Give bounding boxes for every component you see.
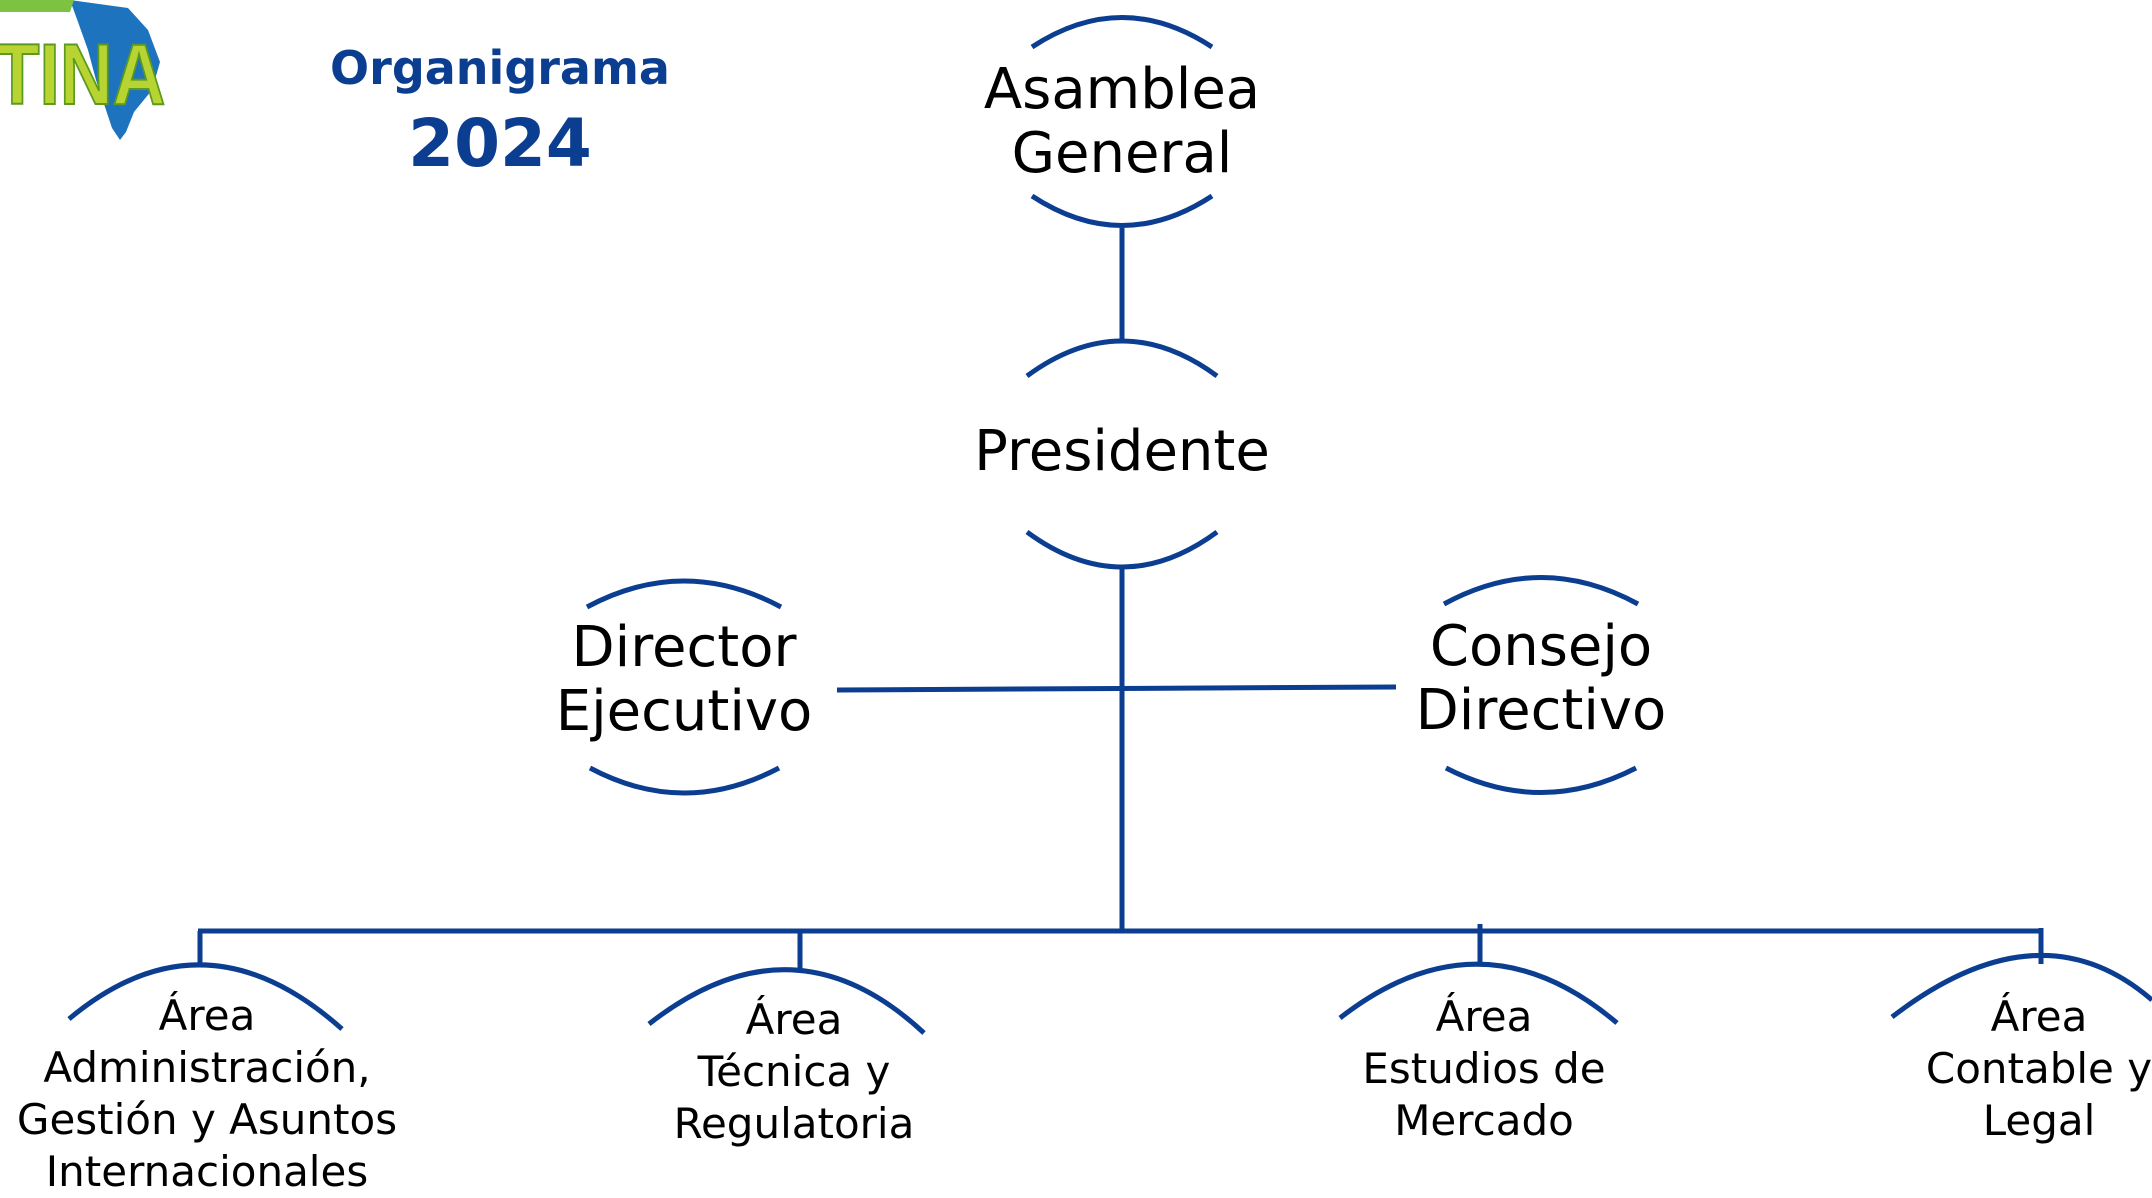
arc-presidente-top — [1025, 338, 1219, 379]
node-label-line: Consejo — [1429, 614, 1653, 679]
title-year: 2024 — [408, 105, 592, 182]
node-label-line: Asamblea — [983, 57, 1261, 122]
node-label-line: Ejecutivo — [555, 679, 813, 744]
connector-director-consejo — [836, 684, 1397, 693]
node-director-ejecutivo: Director Ejecutivo — [534, 616, 834, 744]
node-label-line: Legal — [1982, 1096, 2096, 1145]
arc-area-estudios — [1338, 961, 1619, 1025]
node-label-line: Director — [571, 615, 797, 680]
node-label-line: Presidente — [974, 419, 1270, 484]
node-label-line: Área — [1990, 992, 2088, 1041]
arc-consejo-top — [1442, 575, 1640, 607]
node-label-line: Área — [745, 995, 843, 1044]
node-area-estudios: Área Estudios de Mercado — [1324, 991, 1644, 1147]
node-label-line: Área — [1435, 992, 1533, 1041]
node-label-line: General — [1011, 121, 1233, 186]
node-label-line: Estudios de — [1362, 1044, 1606, 1093]
logo-text: TINA — [0, 26, 165, 122]
node-area-tecnica: Área Técnica y Regulatoria — [634, 994, 954, 1150]
arc-consejo-bottom — [1444, 765, 1638, 795]
arc-director-top — [585, 578, 783, 610]
arc-area-tecnica — [647, 967, 926, 1035]
node-area-contable: Área Contable y Legal — [1884, 991, 2152, 1147]
connectors — [197, 228, 2044, 972]
node-label-line: Mercado — [1394, 1096, 1574, 1145]
node-label-line: Administración, — [43, 1043, 371, 1092]
logo-green-strip — [0, 0, 74, 12]
node-label-line: Contable y — [1925, 1044, 2152, 1093]
arc-area-contable — [1890, 952, 2152, 1019]
node-presidente: Presidente — [922, 420, 1322, 484]
arc-director-bottom — [588, 765, 781, 796]
page-title: Organigrama 2024 — [300, 40, 700, 186]
arc-asamblea-bottom — [1030, 193, 1214, 228]
node-label-line: Internacionales — [45, 1147, 369, 1196]
logo: TINA — [0, 0, 166, 140]
node-label-line: Regulatoria — [673, 1099, 915, 1148]
node-consejo-directivo: Consejo Directivo — [1381, 615, 1701, 743]
logo-continent-shape — [70, 0, 160, 140]
node-label-line: Directivo — [1415, 678, 1667, 743]
title-text: Organigrama — [330, 41, 670, 95]
arc-presidente-bottom — [1025, 529, 1219, 570]
node-area-administracion: Área Administración, Gestión y Asuntos I… — [0, 990, 414, 1198]
node-label-line: Área — [158, 991, 256, 1040]
arc-area-admin — [67, 962, 344, 1031]
arc-asamblea-top — [1030, 15, 1214, 50]
node-arcs — [67, 15, 2152, 1035]
node-label-line: Gestión y Asuntos — [16, 1095, 398, 1144]
node-label-line: Técnica y — [697, 1047, 891, 1096]
node-asamblea-general: Asamblea General — [922, 58, 1322, 186]
